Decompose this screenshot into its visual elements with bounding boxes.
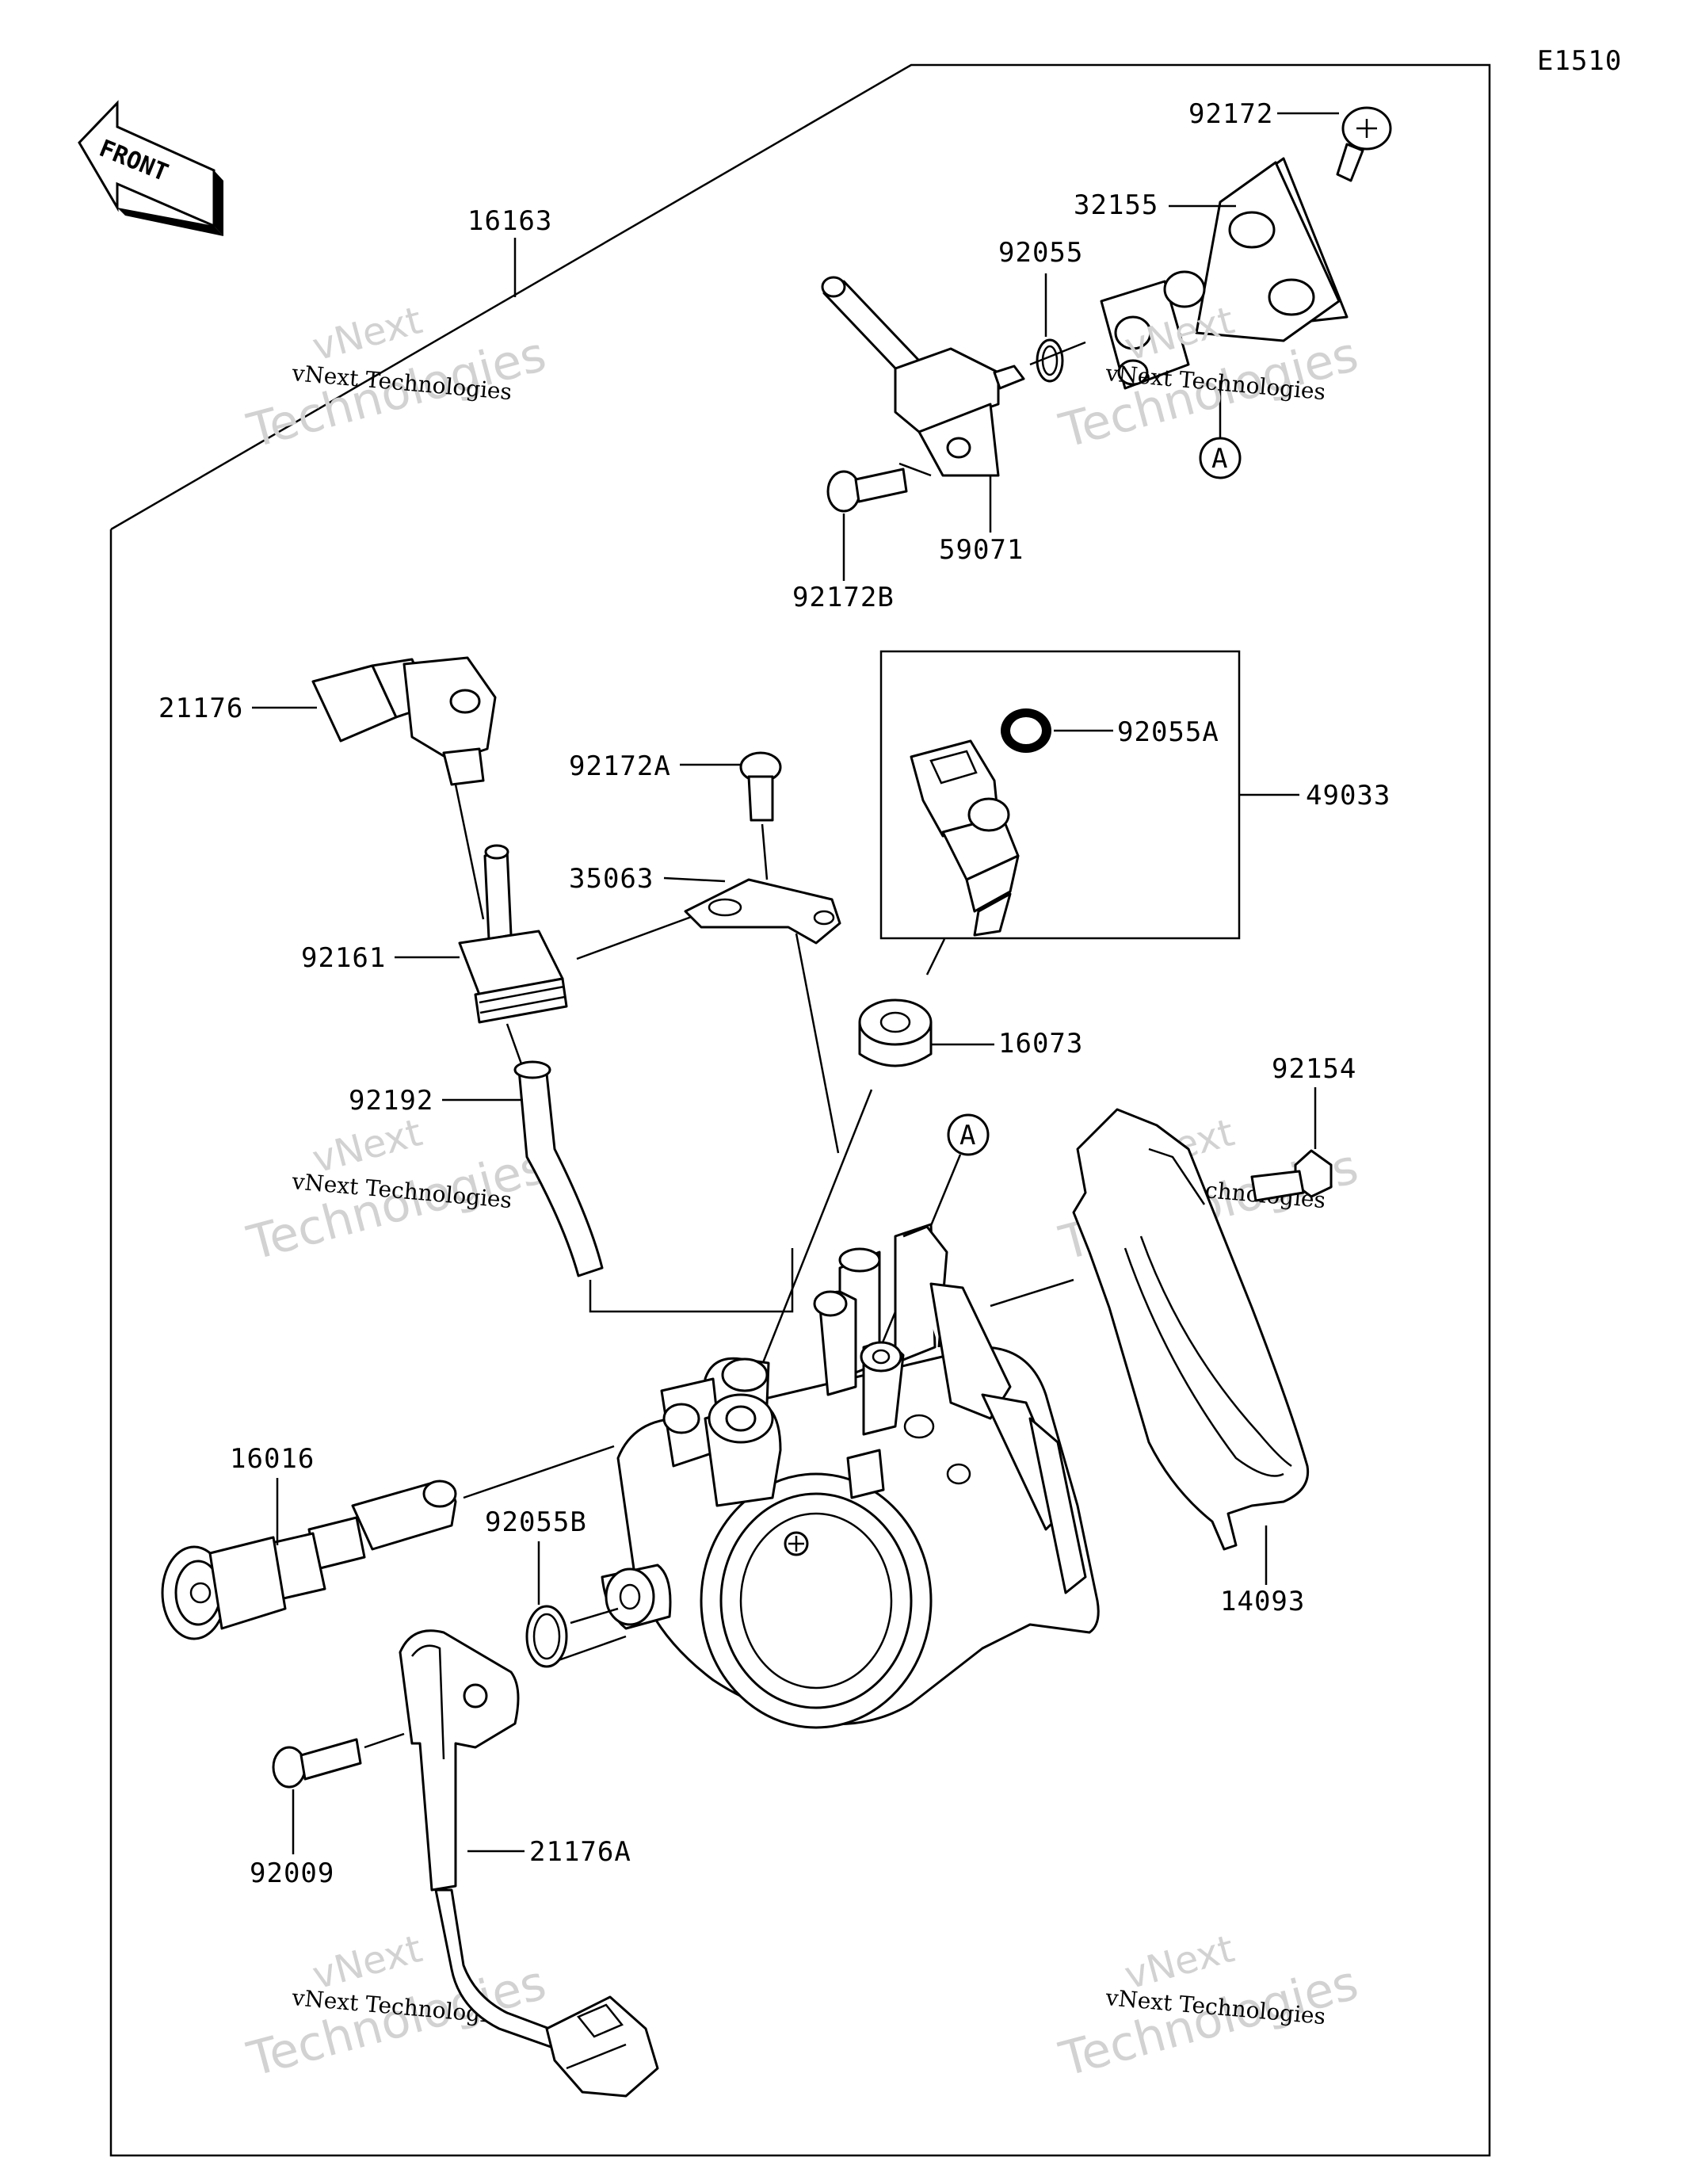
label-16073: 16073 bbox=[998, 1028, 1083, 1060]
ref-a-body: A bbox=[947, 1113, 990, 1156]
part-16016-idle-screw bbox=[161, 1480, 457, 1640]
label-92172A: 92172A bbox=[569, 750, 671, 782]
part-49033-sensor bbox=[910, 739, 1020, 937]
ref-a-top: A bbox=[1199, 437, 1242, 479]
label-92055A: 92055A bbox=[1117, 716, 1219, 748]
part-92192-hose bbox=[513, 1060, 604, 1277]
part-92154-bolt bbox=[1250, 1149, 1333, 1202]
part-14093-cover bbox=[1072, 1108, 1310, 1551]
part-92009-bolt bbox=[272, 1738, 362, 1789]
part-92161-fitting bbox=[458, 844, 568, 1024]
part-92055B-oring bbox=[525, 1605, 568, 1668]
part-59071-sensor bbox=[821, 276, 1025, 477]
label-92192: 92192 bbox=[349, 1085, 433, 1117]
label-59071: 59071 bbox=[939, 534, 1024, 566]
part-16163-throttle-body bbox=[601, 1223, 1100, 1729]
watermark-6: vNext Technologies vNext Technologies bbox=[1054, 1926, 1364, 2088]
assembly-frame bbox=[109, 63, 1491, 2157]
front-arrow-icon: FRONT bbox=[78, 100, 223, 236]
part-21176-sensor bbox=[311, 656, 497, 786]
label-92172: 92172 bbox=[1188, 98, 1273, 130]
part-92055-oring bbox=[1036, 338, 1064, 383]
part-92055A-oring bbox=[1001, 708, 1051, 753]
part-32155-bracket bbox=[1100, 157, 1349, 390]
ref-a-body-label: A bbox=[959, 1120, 976, 1151]
label-92154: 92154 bbox=[1272, 1053, 1356, 1085]
label-21176: 21176 bbox=[158, 693, 243, 724]
watermark-1: vNext Technologies vNext Technologies bbox=[242, 298, 551, 460]
part-35063-bracket bbox=[684, 878, 841, 945]
label-21176A: 21176A bbox=[529, 1836, 631, 1868]
label-49033: 49033 bbox=[1306, 780, 1391, 811]
label-92055B: 92055B bbox=[485, 1506, 587, 1538]
part-92172-screw bbox=[1336, 106, 1392, 182]
label-92161: 92161 bbox=[301, 942, 386, 974]
watermark-2: vNext Technologies vNext Technologies bbox=[1054, 298, 1364, 460]
label-16163: 16163 bbox=[467, 205, 552, 237]
svg-text:vNext: vNext bbox=[308, 298, 427, 369]
watermark-3: vNext Technologies vNext Technologies bbox=[242, 1110, 551, 1272]
label-92009: 92009 bbox=[250, 1858, 334, 1889]
ref-a-top-label: A bbox=[1211, 443, 1228, 475]
watermark-5: vNext Technologies vNext Technologies bbox=[242, 1926, 551, 2088]
label-35063: 35063 bbox=[569, 863, 654, 895]
diagram-code: E1510 bbox=[1537, 45, 1622, 77]
label-32155: 32155 bbox=[1074, 189, 1158, 221]
part-21176A-sensor bbox=[399, 1629, 659, 2098]
part-92172B-screw bbox=[826, 468, 908, 513]
label-92055: 92055 bbox=[998, 237, 1083, 269]
label-14093: 14093 bbox=[1220, 1586, 1305, 1617]
part-92172A-screw bbox=[739, 751, 782, 822]
label-16016: 16016 bbox=[230, 1443, 315, 1475]
part-16073-grommet bbox=[858, 998, 933, 1067]
label-92172B: 92172B bbox=[792, 582, 895, 613]
